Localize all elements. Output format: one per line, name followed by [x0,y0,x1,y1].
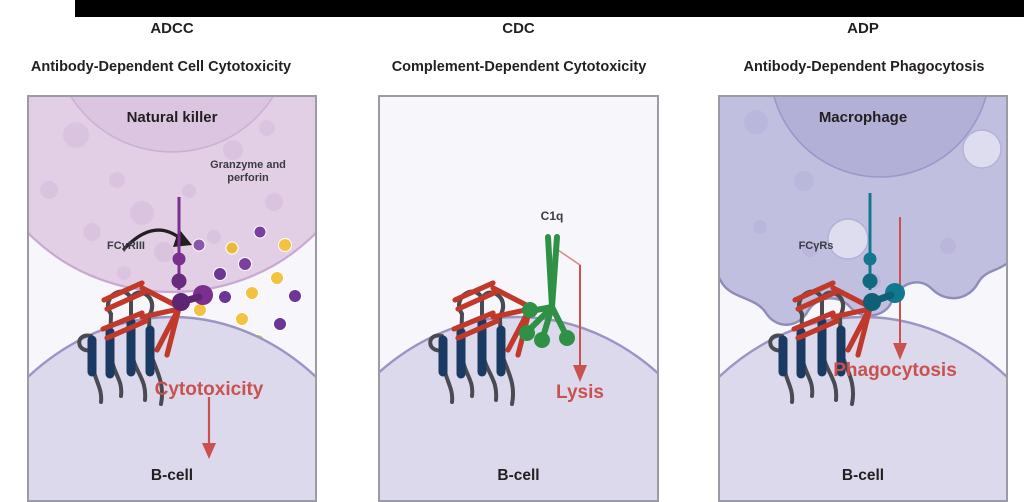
outcome-arrow-cdc [573,265,587,382]
label-bcell-cdc: B-cell [497,467,540,484]
granzyme-release-arrow [122,228,183,251]
antibody-igg [100,280,182,358]
panel-title-abbr-adp: ADP [847,20,879,37]
outcome-arrow-adp [893,217,907,360]
label-bcell-adcc: B-cell [150,467,194,484]
panel-title-full-cdc: Complement-Dependent Cytotoxicity [391,59,647,75]
panel-adp: Macrophage FCγRs Phagocytosis B-cell [718,95,1008,502]
macrophage-vacuoles [744,110,1002,289]
bcell-body [380,315,657,500]
panel-title-full-adp: Antibody-Dependent Phagocytosis [743,59,985,75]
label-natural-killer: Natural killer [126,109,218,126]
label-fcgrs: FCγRs [798,240,834,252]
outcome-phagocytosis: Phagocytosis [833,360,957,381]
adp-illustration [720,97,1006,500]
panel-adcc: Natural killer Granzyme and perforin FCγ… [27,95,317,502]
antibody-igg [791,280,873,358]
panel-title-full-adcc: Antibody-Dependent Cell Cytotoxicity [30,59,292,75]
outcome-cytotoxicity: Cytotoxicity [154,379,264,400]
label-macrophage: Macrophage [818,109,908,126]
cdc-illustration [380,97,657,500]
panel-title-abbr-adcc: ADCC [150,20,194,37]
label-fcgr3: FCγRIII [107,240,145,252]
fcgr3-receptor [171,197,213,311]
top-black-bar [75,0,1024,17]
panel-title-abbr-cdc: CDC [502,20,535,37]
fcgrs-receptor [862,193,905,311]
nk-nucleus [70,97,274,153]
outcome-lysis: Lysis [556,382,604,403]
label-granzyme-perforin: Granzyme and perforin [210,159,286,184]
nk-vesicles [40,120,283,280]
label-bcell-adp: B-cell [841,467,885,484]
c1q-protein [519,234,575,348]
natural-killer-cell [29,97,315,294]
adcc-illustration [29,97,315,500]
panel-cdc: C1q Lysis B-cell [378,95,659,502]
macrophage-nucleus [773,97,987,178]
outcome-arrow-adcc [202,397,216,459]
label-c1q: C1q [540,209,564,223]
